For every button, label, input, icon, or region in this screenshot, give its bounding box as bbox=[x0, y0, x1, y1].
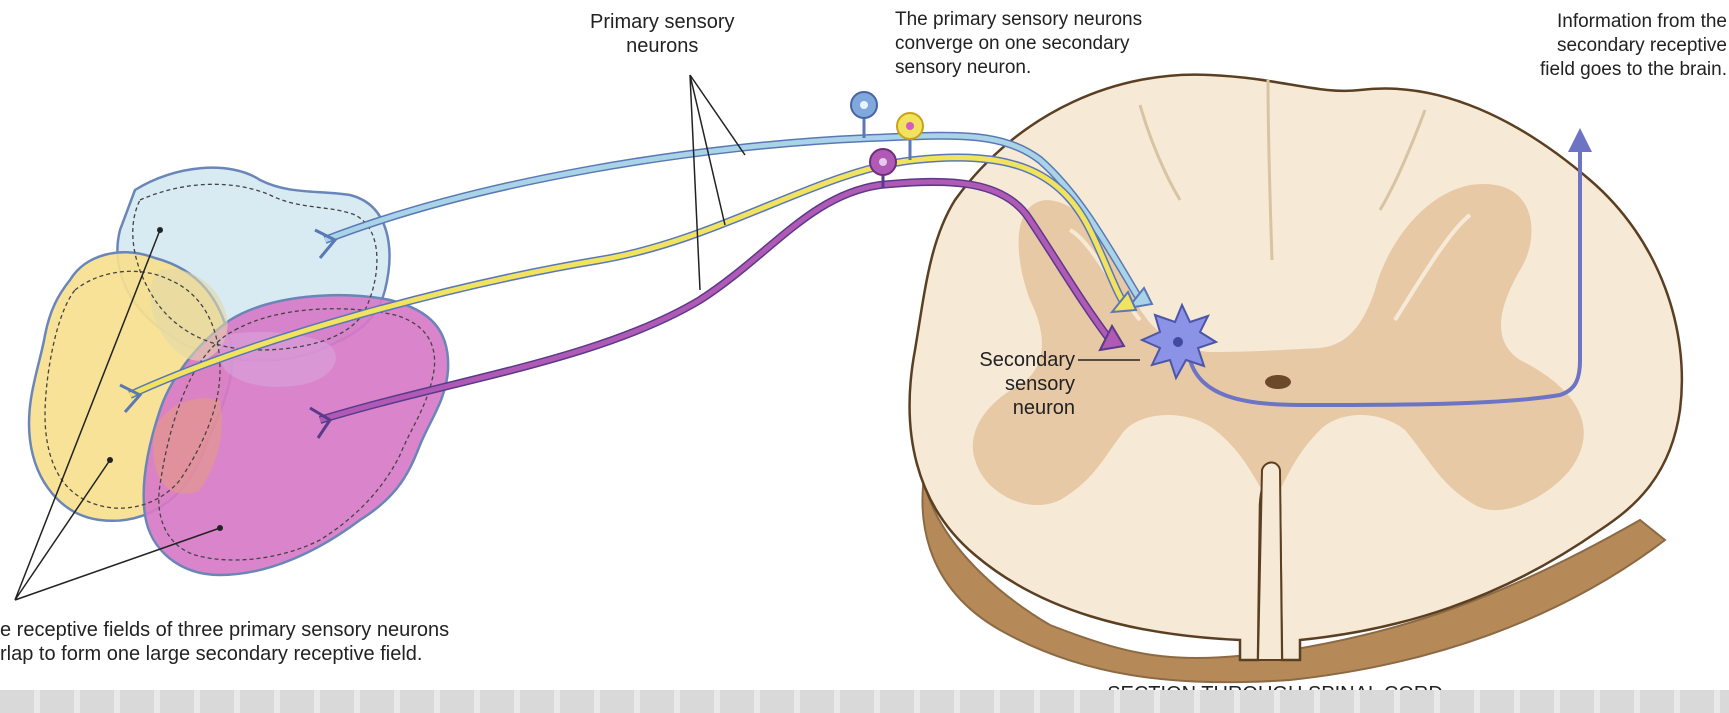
label-primary-sensory: Primary sensory neurons bbox=[590, 10, 734, 58]
label-converge: The primary sensory neurons converge on … bbox=[895, 8, 1142, 80]
label-receptive-fields: e receptive fields of three primary sens… bbox=[0, 618, 449, 666]
central-canal bbox=[1265, 375, 1291, 389]
label-secondary-neuron: Secondary sensory neuron bbox=[930, 348, 1075, 420]
label-information: Information from the secondary receptive… bbox=[1465, 10, 1727, 82]
bottom-strip bbox=[0, 690, 1729, 713]
leader-primary bbox=[690, 75, 745, 290]
ventral-fissure bbox=[1258, 463, 1282, 661]
